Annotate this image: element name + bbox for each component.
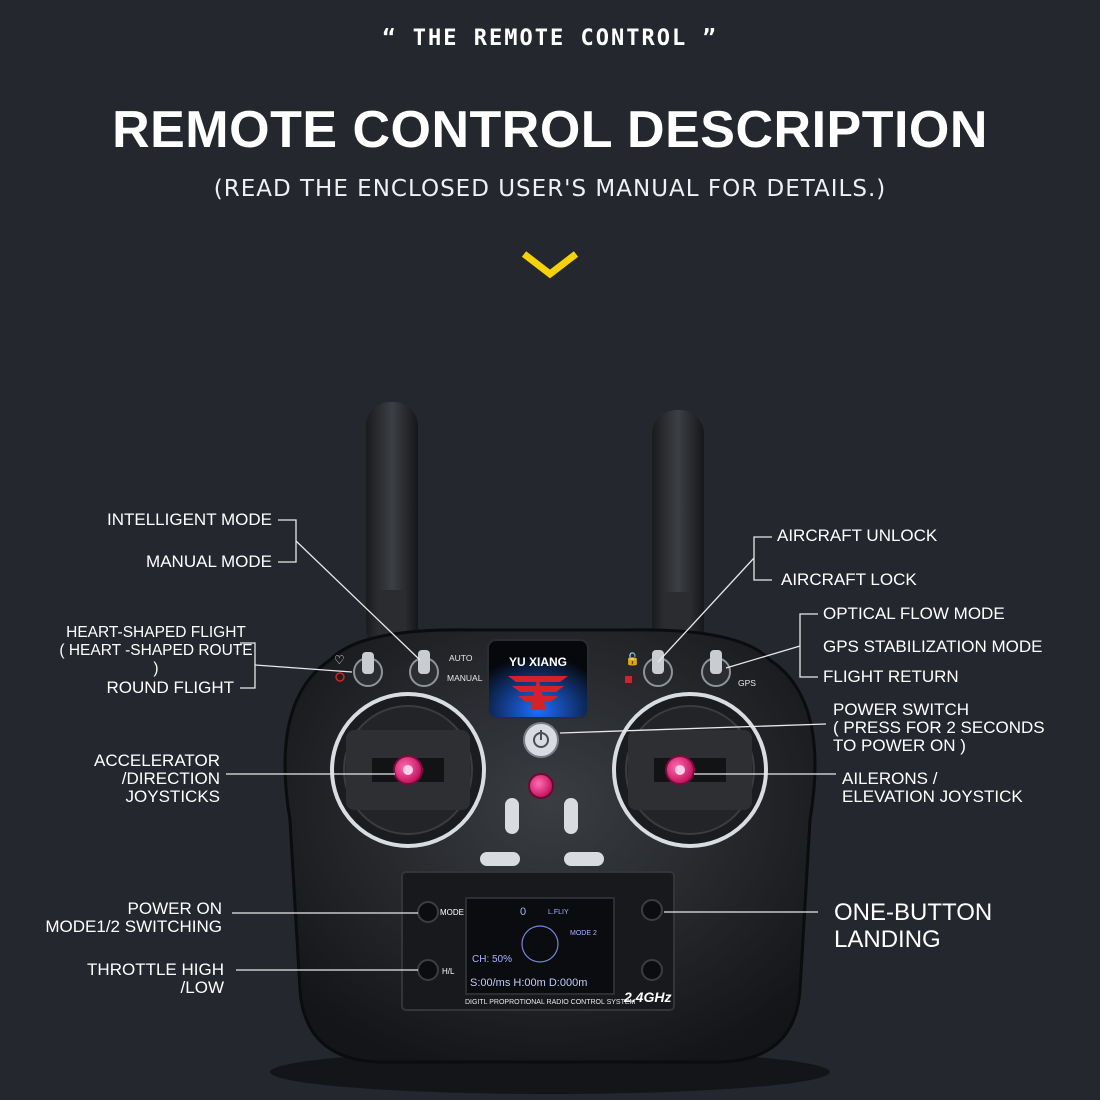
page-title: REMOTE CONTROL DESCRIPTION: [112, 101, 988, 159]
label-optical-flow: OPTICAL FLOW MODE: [823, 604, 1005, 623]
label-flight-return: FLIGHT RETURN: [823, 667, 959, 686]
hl-button: [417, 959, 439, 981]
leader-lines: [226, 519, 836, 971]
page-subtitle: (READ THE ENCLOSED USER'S MANUAL FOR DET…: [213, 176, 887, 202]
toggle-switches-right: 🔓 GPS: [625, 650, 756, 688]
svg-text:♡: ♡: [334, 653, 345, 667]
switch-manual-label: MANUAL: [447, 673, 483, 683]
label-gps-stabilization: GPS STABILIZATION MODE: [823, 637, 1043, 656]
lcd-mode: MODE 2: [570, 930, 597, 937]
right-antenna: [652, 410, 704, 655]
lcd-ch-line: CH: 50%: [472, 954, 512, 965]
footer-text: DIGITL PROPROTIONAL RADIO CONTROL SYSTEM: [465, 999, 636, 1006]
label-manual-mode: MANUAL MODE: [146, 552, 272, 571]
label-intelligent-mode: INTELLIGENT MODE: [107, 510, 272, 529]
lcd-stats-line: S:00/ms H:00m D:000m: [470, 977, 587, 989]
hl-button-label: H/L: [442, 967, 455, 976]
label-power-on-mode: POWER ON MODE1/2 SWITCHING: [45, 899, 222, 936]
toggle-switches-left: AUTO MANUAL ♡: [334, 650, 483, 687]
trim-buttons: [480, 798, 604, 866]
label-heart-flight: HEART-SHAPED FLIGHT ( HEART -SHAPED ROUT…: [59, 624, 253, 677]
label-ailerons-joystick: AILERONS / ELEVATION JOYSTICK: [842, 769, 1023, 806]
mode-button-label: MODE: [440, 908, 464, 917]
label-round-flight: ROUND FLIGHT: [106, 678, 235, 697]
svg-text:🔓: 🔓: [625, 652, 640, 666]
gps-tag: GPS: [738, 678, 756, 688]
label-throttle: THROTTLE HIGH /LOW: [87, 960, 224, 997]
frequency-label: 2.4GHz: [623, 989, 671, 1005]
power-button: [523, 722, 559, 758]
landing-button: [641, 899, 663, 921]
label-accelerator-joysticks: ACCELERATOR /DIRECTION JOYSTICKS: [94, 751, 220, 806]
brand-label: YU XIANG: [509, 655, 567, 669]
label-one-button-landing: ONE-BUTTON LANDING: [834, 899, 993, 953]
section-kicker: “ THE REMOTE CONTROL ”: [382, 26, 718, 51]
right-joystick: [612, 692, 768, 848]
label-aircraft-lock: AIRCRAFT LOCK: [781, 570, 917, 589]
chevron-down-icon: [521, 251, 579, 279]
switch-auto-label: AUTO: [449, 653, 473, 663]
label-aircraft-unlock: AIRCRAFT UNLOCK: [777, 526, 938, 545]
lcd-flight: L.FLIY: [548, 909, 569, 916]
mode-button: [417, 901, 439, 923]
left-antenna: [366, 402, 418, 652]
aux-button: [641, 959, 663, 981]
left-joystick: [330, 692, 486, 848]
lcd-center-digit: 0: [520, 906, 526, 918]
label-power-switch: POWER SWITCH ( PRESS FOR 2 SECONDS TO PO…: [833, 700, 1045, 755]
